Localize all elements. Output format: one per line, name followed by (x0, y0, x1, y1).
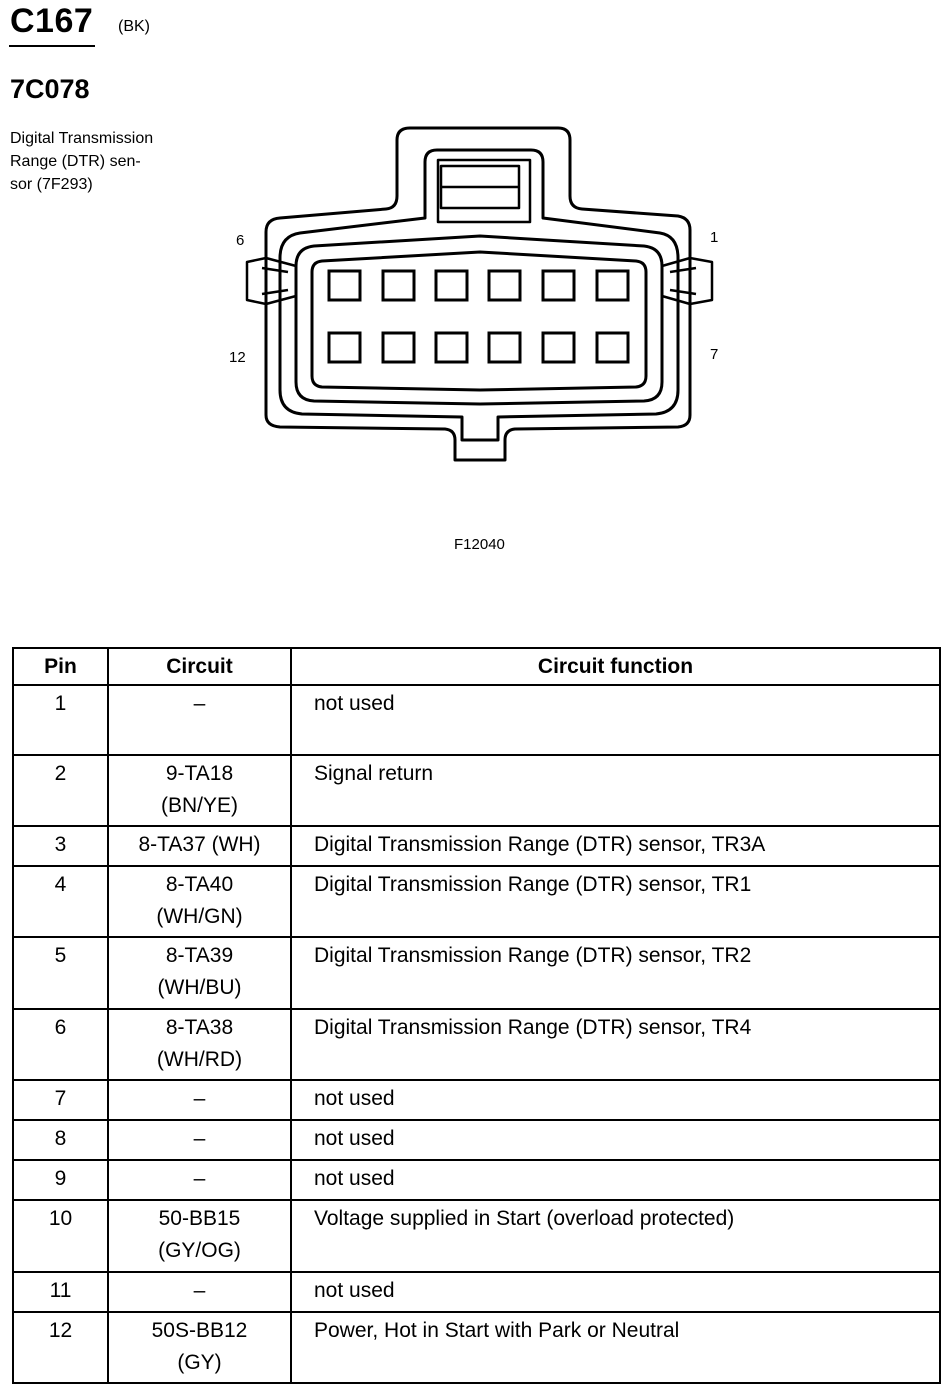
cell-function: not used (290, 684, 941, 756)
pin-cavity-1 (595, 269, 630, 302)
cell-circuit: – (107, 1079, 292, 1121)
side-key-right (660, 256, 714, 306)
cell-function: Digital Transmission Range (DTR) sensor,… (290, 825, 941, 867)
cell-function: Digital Transmission Range (DTR) sensor,… (290, 936, 941, 1010)
pin-cavity-9 (487, 331, 522, 364)
pin-cavity-12 (327, 331, 362, 364)
cell-circuit: 50-BB15 (GY/OG) (107, 1199, 292, 1273)
cell-pin: 11 (12, 1271, 109, 1313)
header-pin: Pin (12, 647, 109, 686)
connector-inner-outline (294, 234, 664, 406)
cell-function: Voltage supplied in Start (overload prot… (290, 1199, 941, 1273)
cell-function: Digital Transmission Range (DTR) sensor,… (290, 1008, 941, 1081)
pin-cavity-7 (595, 331, 630, 364)
table-header-row: Pin Circuit Circuit function (12, 647, 941, 686)
table-row: 8 – not used (12, 1119, 941, 1161)
cell-circuit: – (107, 1271, 292, 1313)
pin-label-bottom-left: 12 (229, 349, 246, 366)
connector-housing-outline (264, 126, 692, 462)
cell-circuit: – (107, 684, 292, 756)
connector-id-underline (9, 45, 95, 47)
pin-cavity-3 (487, 269, 522, 302)
pin-cavity-10 (434, 331, 469, 364)
cell-circuit: 8-TA38 (WH/RD) (107, 1008, 292, 1081)
pin-cavity-4 (434, 269, 469, 302)
pin-cavity-2 (541, 269, 576, 302)
table-row: 4 8-TA40 (WH/GN) Digital Transmission Ra… (12, 865, 941, 938)
pin-cavity-8 (541, 331, 576, 364)
connector-seal-outline (278, 148, 680, 442)
table-row: 2 9-TA18 (BN/YE) Signal return (12, 754, 941, 827)
cell-pin: 2 (12, 754, 109, 827)
cell-circuit: 50S-BB12 (GY) (107, 1311, 292, 1384)
part-number: 7C078 (10, 74, 90, 104)
cell-pin: 6 (12, 1008, 109, 1081)
connector-face-diagram (245, 126, 714, 462)
cell-circuit: 8-TA37 (WH) (107, 825, 292, 867)
cell-function: not used (290, 1079, 941, 1121)
cell-pin: 1 (12, 684, 109, 756)
cell-pin: 10 (12, 1199, 109, 1273)
table-row: 7 – not used (12, 1079, 941, 1121)
cell-pin: 3 (12, 825, 109, 867)
header-circuit: Circuit (107, 647, 292, 686)
table-row: 3 8-TA37 (WH) Digital Transmission Range… (12, 825, 941, 867)
table-row: 5 8-TA39 (WH/BU) Digital Transmission Ra… (12, 936, 941, 1010)
cell-circuit: 8-TA39 (WH/BU) (107, 936, 292, 1010)
cell-pin: 12 (12, 1311, 109, 1384)
pin-cavity-11 (381, 331, 416, 364)
pin-cavity-6 (327, 269, 362, 302)
cell-pin: 4 (12, 865, 109, 938)
cell-function: not used (290, 1271, 941, 1313)
cell-circuit: 9-TA18 (BN/YE) (107, 754, 292, 827)
cell-pin: 7 (12, 1079, 109, 1121)
pinout-table: Pin Circuit Circuit function 1 – not use… (12, 647, 941, 1384)
pin-label-top-right: 1 (710, 229, 719, 246)
cell-function: not used (290, 1159, 941, 1201)
latch-window (436, 158, 532, 224)
table-row: 10 50-BB15 (GY/OG) Voltage supplied in S… (12, 1199, 941, 1273)
connector-id: C167 (10, 2, 94, 40)
table-row: 11 – not used (12, 1271, 941, 1313)
cell-pin: 5 (12, 936, 109, 1010)
header-circuit-function: Circuit function (290, 647, 941, 686)
cell-circuit: – (107, 1119, 292, 1161)
side-key-left (245, 256, 298, 306)
figure-reference: F12040 (454, 536, 505, 553)
cell-pin: 9 (12, 1159, 109, 1201)
table-row: 6 8-TA38 (WH/RD) Digital Transmission Ra… (12, 1008, 941, 1081)
table-row: 1 – not used (12, 684, 941, 756)
component-description: Digital Transmission Range (DTR) sen- so… (10, 130, 154, 193)
cell-function: Power, Hot in Start with Park or Neutral (290, 1311, 941, 1384)
cell-circuit: – (107, 1159, 292, 1201)
cell-circuit: 8-TA40 (WH/GN) (107, 865, 292, 938)
cell-function: Digital Transmission Range (DTR) sensor,… (290, 865, 941, 938)
cell-pin: 8 (12, 1119, 109, 1161)
pin-label-top-left: 6 (236, 232, 245, 249)
table-row: 9 – not used (12, 1159, 941, 1201)
table-row: 12 50S-BB12 (GY) Power, Hot in Start wit… (12, 1311, 941, 1384)
cell-function: Signal return (290, 754, 941, 827)
pin-cavity-5 (381, 269, 416, 302)
connector-color: (BK) (118, 18, 150, 35)
pin-label-bottom-right: 7 (710, 346, 719, 363)
contact-cavity-outline (310, 250, 648, 392)
cell-function: not used (290, 1119, 941, 1161)
